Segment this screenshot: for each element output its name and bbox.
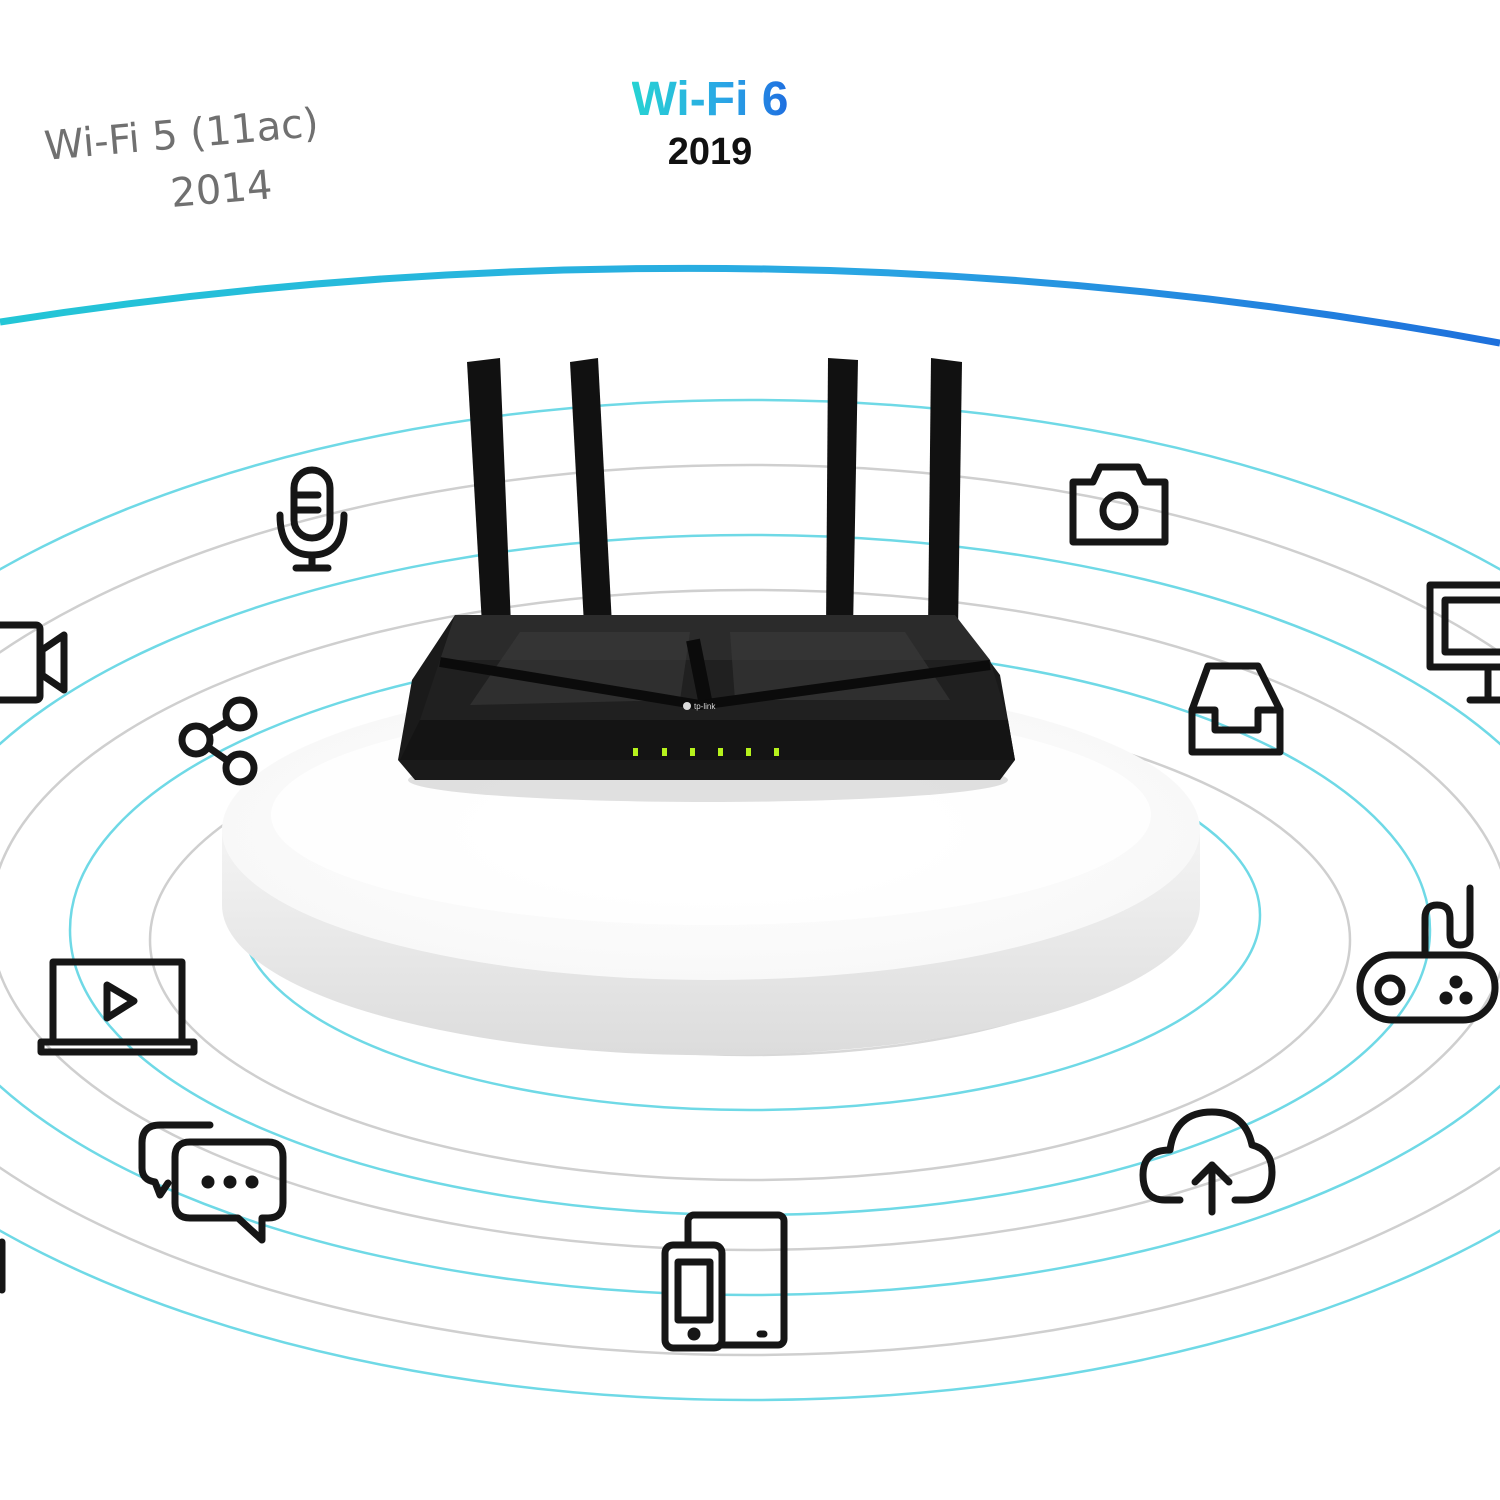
router: tp-link: [398, 358, 1015, 802]
wifi6-range-arc: [0, 264, 1500, 347]
laptop-play-icon: [37, 958, 198, 1056]
ring: [0, 533, 1500, 1297]
router-brand: tp-link: [694, 702, 716, 711]
wifi6-label: Wi-Fi 6 2019: [560, 72, 860, 174]
wifi5-label: Wi-Fi 5 (11ac) 2014: [42, 94, 326, 234]
wifi6-name: Wi-Fi 6: [631, 73, 789, 126]
antenna: [570, 358, 612, 625]
chat-bubbles-icon: [138, 1121, 287, 1244]
inbox-tray-icon: [1188, 662, 1284, 756]
ring: [0, 398, 1500, 1402]
video-camera-icon: [0, 621, 68, 704]
antenna: [928, 358, 962, 630]
microphone-icon: [276, 466, 348, 572]
camera-icon: [1069, 463, 1169, 546]
ring: [0, 588, 1500, 1252]
tp-link-logo: [683, 702, 691, 710]
ring: [0, 463, 1500, 1357]
status-leds: [633, 748, 779, 756]
monitor-icon: [1426, 581, 1500, 704]
phone-tablet-icon: [661, 1211, 788, 1352]
gamepad-icon: [1356, 884, 1499, 1024]
antenna: [467, 358, 511, 625]
share-icon: [178, 696, 258, 786]
antenna: [826, 358, 858, 630]
cloud-upload-icon: [1139, 1108, 1276, 1216]
wifi6-year: 2019: [667, 131, 753, 173]
